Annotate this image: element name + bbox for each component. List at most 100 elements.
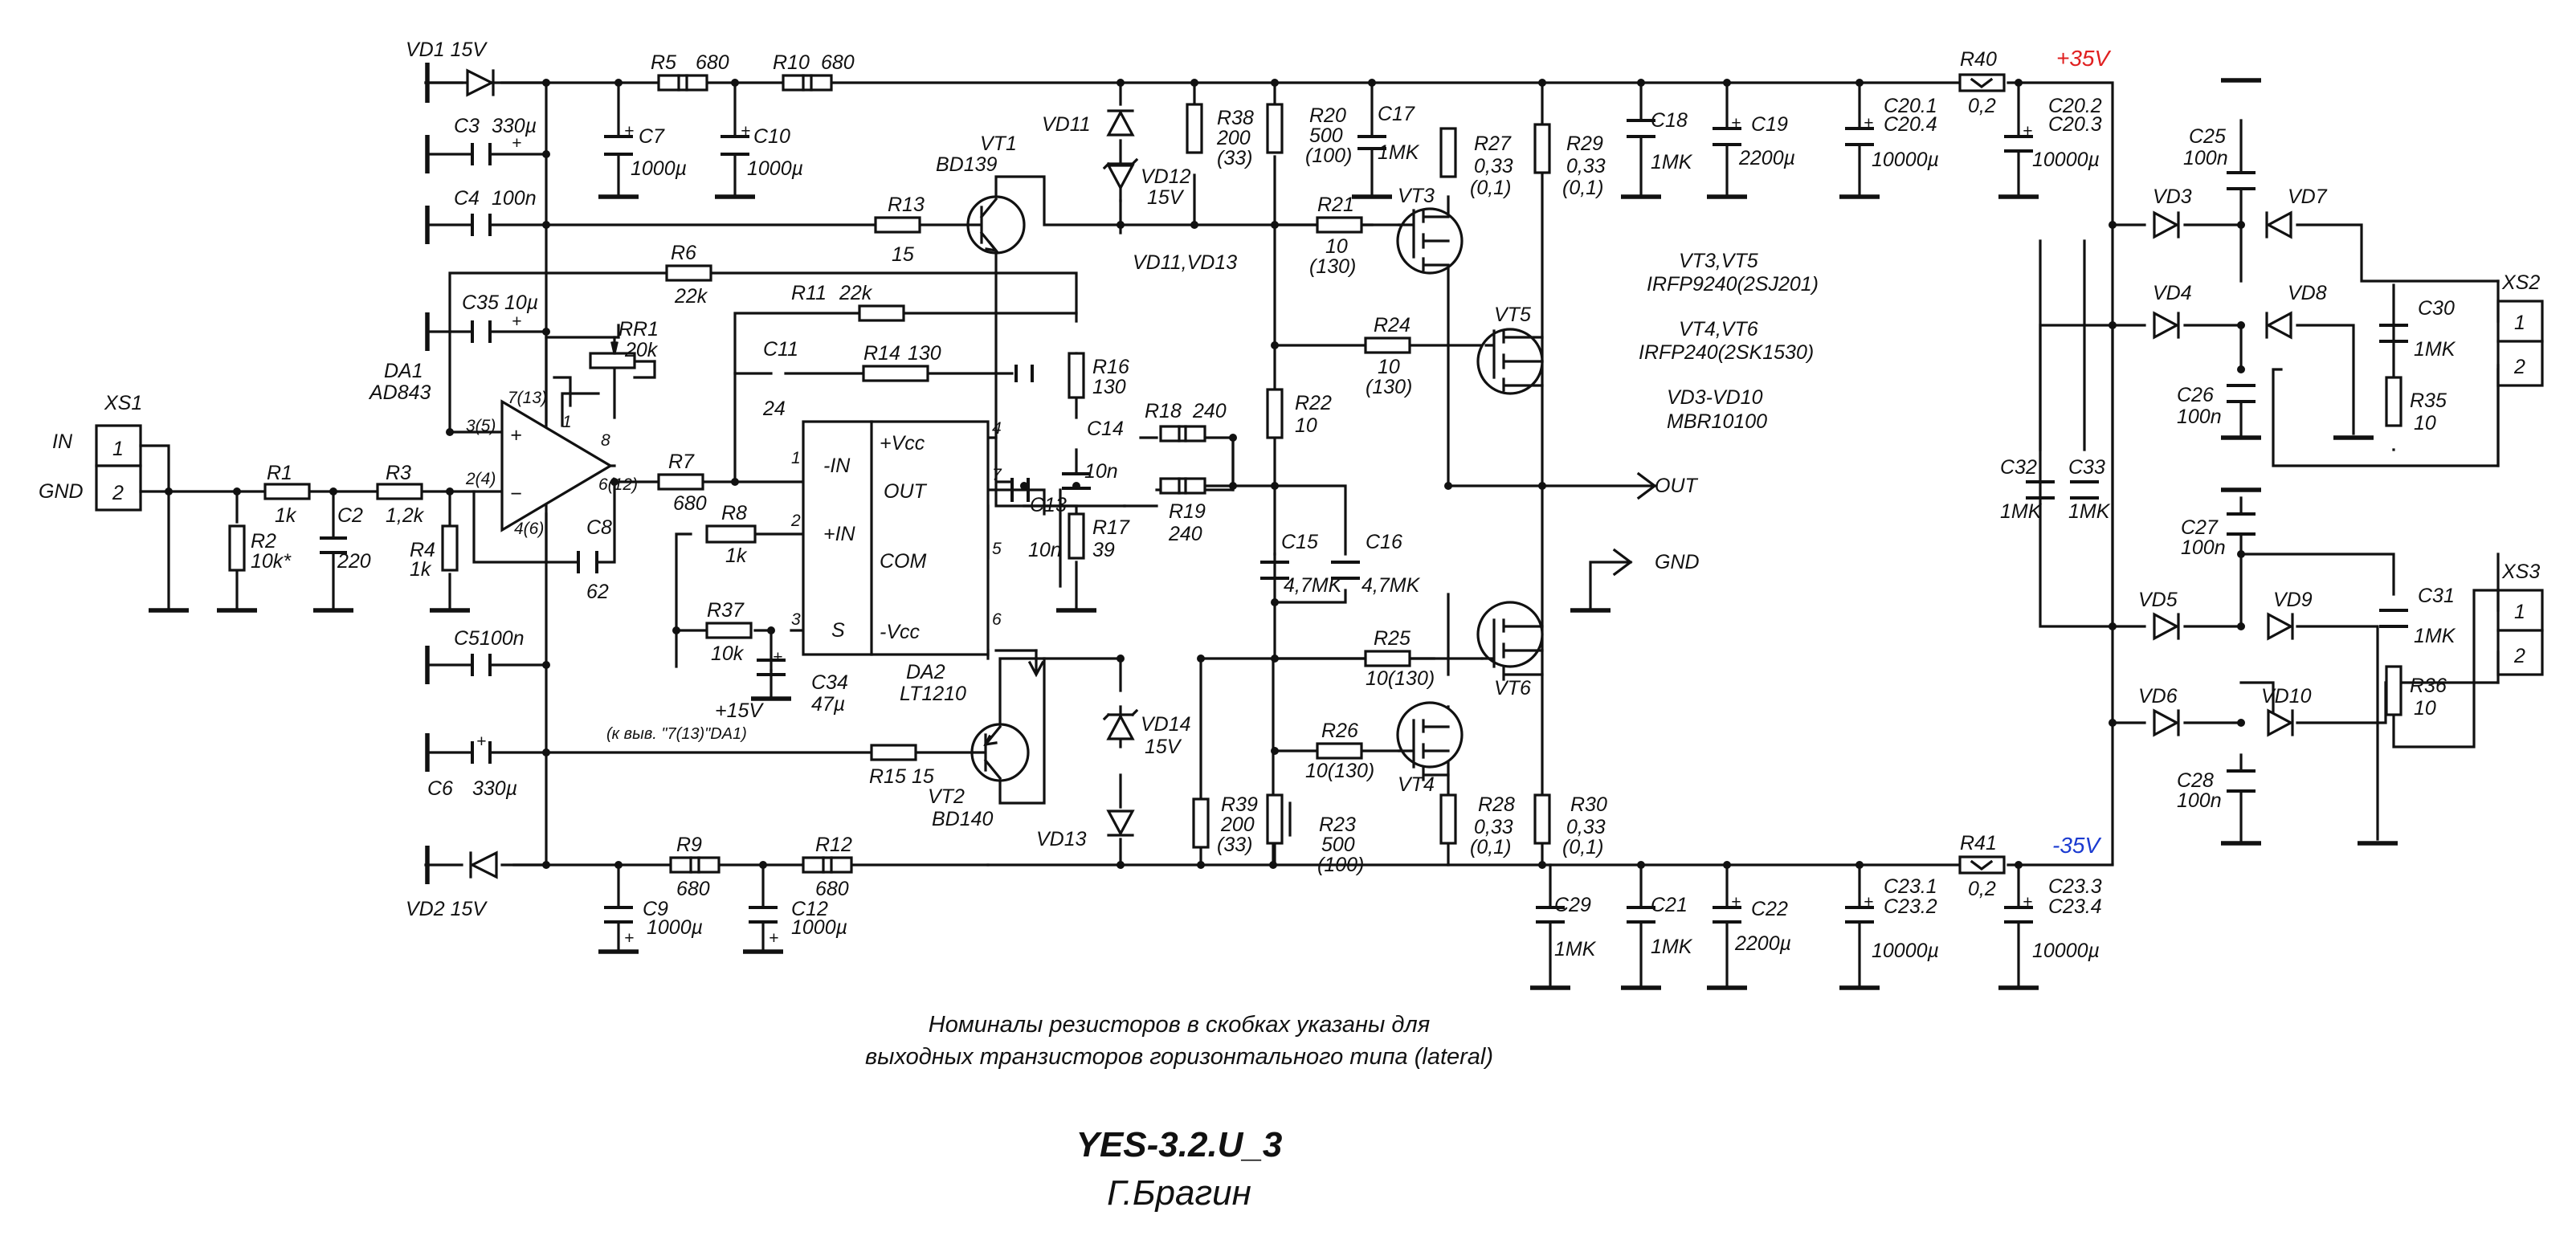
resistor-bodies [228,73,2402,875]
diode-symbols [466,68,2294,879]
r35-name: R35 [2410,389,2447,412]
r23-value: 500 [1321,834,1355,856]
da2-n1: 1 [791,449,801,467]
r2-value: 10k* [251,550,292,573]
r15-name: R15 [869,765,906,788]
c10-value: 1000µ [747,157,803,180]
arrows [1027,471,1657,678]
r11-name: R11 [791,282,827,304]
gnd-terminal-label: GND [1655,551,1700,573]
da2-n7: 7 [992,466,1002,484]
c10-plus-sign: + [741,122,750,141]
xs1-pin1: 1 [112,438,124,460]
c26-name: C26 [2177,384,2214,406]
c23b-plus-sign: + [2023,893,2032,911]
r6-value: 22k [674,285,708,308]
r8-name: R8 [721,502,747,524]
r11-value: 22k [839,282,873,304]
r37-value: 10k [711,642,745,665]
r26-name: R26 [1321,720,1358,742]
in-label: IN [52,430,73,453]
c7-name: C7 [639,125,665,148]
r41-name: R41 [1960,832,1997,854]
r20-name: R20 [1309,104,1346,127]
author: Г.Брагин [1107,1173,1251,1213]
xs1-pin2: 2 [112,482,124,504]
xs1-name: XS1 [104,392,142,414]
c20a-plus-sign: + [1864,114,1873,133]
vt1-type: BD139 [936,153,998,176]
r21-alt: (130) [1309,255,1356,278]
vd5-label: VD5 [2138,589,2178,611]
da1-pin-minus: 2(4) [465,470,496,488]
r24-name: R24 [1374,314,1410,336]
da2-n3: 3 [791,610,801,629]
vd9-label: VD9 [2273,589,2313,611]
xs2-pin2: 2 [2513,356,2525,378]
r2-name: R2 [251,530,276,553]
vd14-voltage: 15V [1145,736,1182,758]
da1-pin-plus: 3(5) [466,417,496,435]
da2-pin-out: OUT [884,480,928,503]
da1-plus-sign: + [510,424,522,447]
r38-name: R38 [1217,107,1254,129]
buffer-da2 [802,420,990,656]
c6-plus-sign: + [476,732,486,751]
da2-name: DA2 [906,661,945,683]
c35-value: 10µ [504,292,538,314]
vd13-label: VD13 [1036,828,1087,850]
r41-value: 0,2 [1968,878,1996,900]
c14-name: C14 [1087,418,1124,440]
r3-name: R3 [386,462,411,484]
r9-value: 680 [676,878,710,900]
c3-name: C3 [454,115,480,137]
c21-value: 1MK [1651,936,1693,958]
xs3-pin1: 1 [2514,601,2525,623]
c15-value: 4,7MK [1284,574,1343,597]
r25-name: R25 [1374,627,1410,650]
r30-value: 0,33 [1566,816,1606,838]
c9-value: 1000µ [647,916,703,939]
r28-name: R28 [1478,793,1515,816]
legend-line-6: MBR10100 [1667,410,1767,433]
vd12-label: VD12 [1141,165,1191,188]
da1-pin-1: 1 [562,413,572,431]
c2-value: 220 [337,550,371,573]
ground-symbols [149,63,2398,990]
r4-name: R4 [410,539,435,561]
r22-name: R22 [1295,392,1332,414]
junction-dots [165,79,2245,869]
r25-value: 10(130) [1366,667,1435,690]
r30-alt: (0,1) [1562,836,1603,858]
r37-name: R37 [707,599,745,622]
c7-value: 1000µ [631,157,687,180]
c23a-name2: C23.2 [1884,895,1937,918]
r29-value: 0,33 [1566,155,1606,177]
r12-value: 680 [815,878,849,900]
c3-plus-sign: + [512,134,521,153]
c28-name: C28 [2177,769,2214,792]
r14-value: 130 [908,342,941,365]
r18-value: 240 [1192,400,1227,422]
capacitor-labels: C2 220 C3 330µ C4 100n C5100n C6 330µ C7… [337,95,2456,962]
r21-value: 10 [1325,235,1348,258]
vd8-label: VD8 [2288,282,2327,304]
out-terminal-label: OUT [1655,475,1699,497]
da2-pin-s: S [831,619,845,642]
c22-name: C22 [1751,898,1788,920]
c13-value: 10n [1028,539,1062,561]
c27-value: 100n [2181,536,2226,559]
c7-plus-sign: + [624,122,634,141]
c4-value: 100n [492,187,537,210]
c6-value: 330µ [472,777,517,800]
c6-name: C6 [427,777,453,800]
c21-name: C21 [1651,894,1688,916]
da1-name: DA1 [384,360,423,382]
r5-name: R5 [651,51,676,74]
vd14-label: VD14 [1141,713,1191,736]
c31-value: 1MK [2414,625,2456,647]
r4-value: 1k [410,558,432,581]
r10-value: 680 [821,51,855,74]
neg-rail-label: -35V [2052,833,2101,858]
